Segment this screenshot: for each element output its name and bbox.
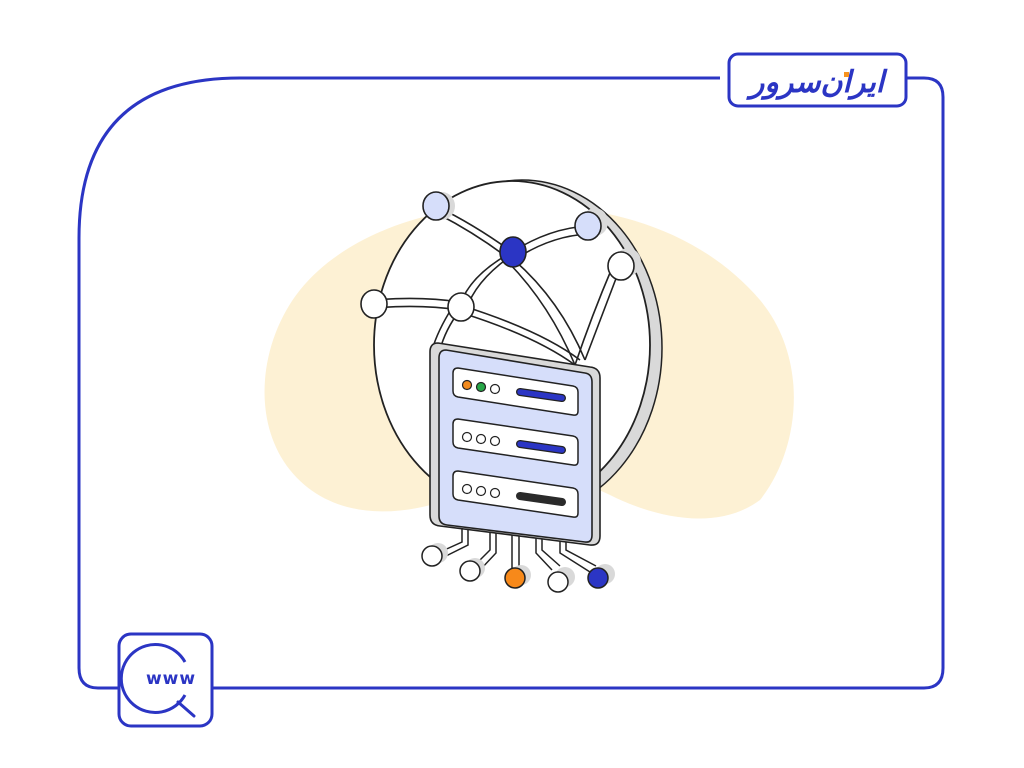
network-node xyxy=(447,292,475,322)
led xyxy=(475,433,487,445)
server-unit-2 xyxy=(452,418,579,466)
network-nodes xyxy=(360,191,641,322)
led xyxy=(461,483,473,495)
network-node-active xyxy=(499,236,527,268)
search-icon xyxy=(119,643,187,714)
led-orange xyxy=(461,379,473,391)
frame-border xyxy=(77,76,945,690)
network-node xyxy=(360,289,388,319)
led-green xyxy=(475,381,487,393)
network-node xyxy=(422,191,450,221)
connector-nodes xyxy=(421,543,615,593)
led xyxy=(489,435,501,447)
www-text: www xyxy=(146,669,196,689)
brand-logo[interactable]: ایران‌سرور xyxy=(727,52,908,108)
led xyxy=(489,487,501,499)
logo-text: ایران‌سرور xyxy=(746,65,888,100)
led xyxy=(475,485,487,497)
server-unit-3 xyxy=(452,470,579,518)
www-badge: www xyxy=(117,632,214,728)
logo-accent-dot xyxy=(844,72,849,77)
network-node xyxy=(607,251,635,281)
led xyxy=(461,431,473,443)
server-unit-1 xyxy=(452,367,579,416)
network-node xyxy=(574,211,602,241)
server-rack xyxy=(429,342,601,546)
led xyxy=(489,383,501,395)
